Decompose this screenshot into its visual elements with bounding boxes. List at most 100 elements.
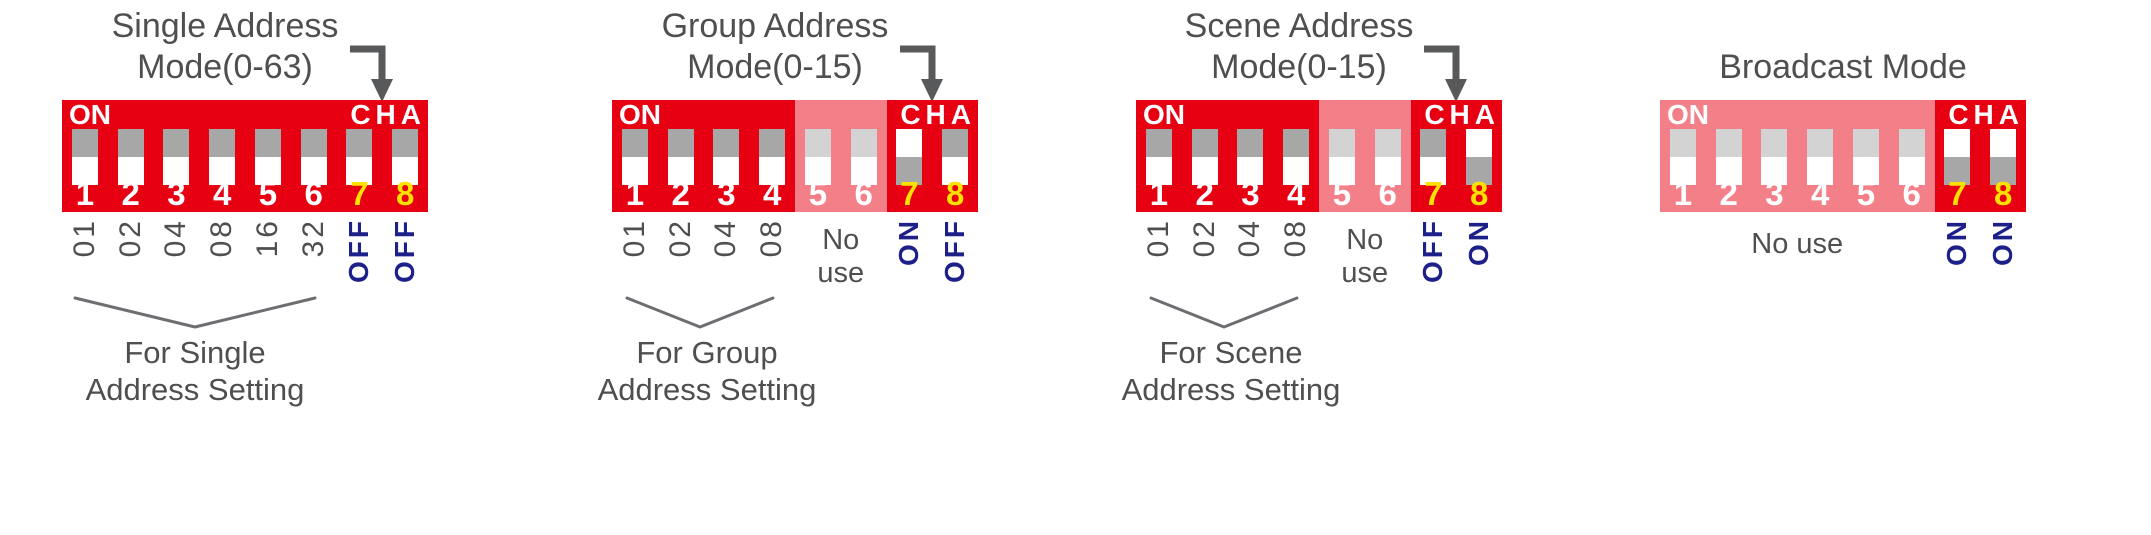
ch7-state-label: OFF	[1417, 218, 1449, 283]
switch-value-label: 01	[1141, 218, 1175, 258]
switch-handle	[942, 157, 969, 185]
switch-slot	[1420, 129, 1447, 185]
switch-number: 7	[900, 175, 919, 212]
dip-switch-8: 8	[1456, 100, 1502, 212]
dip-switch-7: 7	[337, 100, 383, 212]
ch8-state-label: ON	[1463, 218, 1495, 266]
dip-switch-panel: ON CHA 1 2 3 4	[1660, 100, 2026, 212]
caption-line-2: Address Setting	[85, 372, 305, 407]
mode-title: Group Address Mode(0-15)	[612, 2, 978, 88]
dip-switch-2: 2	[1182, 100, 1228, 212]
bracket-caption: For Single Address Setting	[55, 334, 335, 408]
range-bracket	[73, 296, 317, 329]
switch-handle	[621, 157, 648, 185]
switch-slot	[254, 129, 281, 185]
switch-handle	[1990, 129, 2017, 157]
group-address-mode: Group Address Mode(0-15) ON CHA 1 2	[598, 0, 978, 535]
bracket-caption: For Scene Address Setting	[1091, 334, 1371, 408]
switch-slot	[1145, 129, 1172, 185]
switch-slot	[300, 129, 327, 185]
title-line-1: Broadcast Mode	[1719, 48, 1967, 86]
switch-handle	[71, 157, 98, 185]
dip-switch-2: 2	[658, 100, 704, 212]
corner-down-arrow-icon	[350, 45, 393, 102]
switch-slot	[759, 129, 786, 185]
broadcast-mode: Broadcast Mode ON CHA 1 2 3	[1660, 0, 2026, 535]
ch7-state-label: OFF	[343, 218, 375, 283]
corner-down-arrow-icon	[900, 45, 943, 102]
caption-line-1: For Group	[636, 335, 778, 370]
no-use-label: No use	[795, 224, 887, 290]
no-use-line-1: No	[1346, 224, 1384, 256]
ch7-state-label: ON	[893, 218, 925, 266]
mode-title: Scene Address Mode(0-15)	[1136, 2, 1502, 88]
caption-line-1: For Single	[124, 335, 266, 370]
switch-handle	[346, 157, 373, 185]
single-address-mode: Single Address Mode(0-63) ON CHA 1 2	[62, 0, 428, 535]
scene-address-mode: Scene Address Mode(0-15) ON CHA 1 2	[1122, 0, 1502, 535]
switch-slot	[1283, 129, 1310, 185]
dip-switch-5: 5	[245, 100, 291, 212]
switch-value-label: 02	[113, 218, 147, 258]
switch-number: 8	[395, 175, 415, 212]
switch-handle	[163, 157, 190, 185]
mode-title: Broadcast Mode	[1660, 2, 2026, 88]
switch-number: 7	[350, 175, 369, 212]
no-use-label: No use	[1319, 224, 1411, 290]
switch-handle	[300, 157, 327, 185]
switch-number: 3	[717, 175, 736, 212]
switch-value-label: 02	[663, 218, 697, 258]
switch-slot	[117, 129, 144, 185]
switch-value-label: 32	[296, 218, 330, 258]
switch-value-label: 04	[1233, 218, 1267, 258]
dip-switch-4: 4	[749, 100, 795, 212]
caption-line-2: Address Setting	[1121, 372, 1341, 407]
dip-switch-panel: ON CHA 1 2 3 4	[612, 100, 978, 212]
dip-switch-4: 4	[1273, 100, 1319, 212]
title-line-1: Scene Address	[1184, 7, 1414, 45]
switch-number: 5	[258, 175, 278, 212]
switch-handle	[117, 157, 144, 185]
switch-number: 4	[1286, 175, 1306, 212]
dip-switch-1: 1	[612, 100, 658, 212]
dip-switch-7: 7	[887, 100, 933, 212]
switch-number: 1	[75, 175, 95, 212]
switch-value-label: 08	[755, 218, 789, 258]
dip-switch-panel: ON CHA 1 2 3 4	[62, 100, 428, 212]
bracket-caption: For Group Address Setting	[567, 334, 847, 408]
switch-number: 2	[671, 175, 690, 212]
switch-slot	[942, 129, 969, 185]
caption-line-1: For Scene	[1159, 335, 1303, 370]
switch-number: 8	[945, 175, 965, 212]
dip-switch-2: 2	[108, 100, 154, 212]
dip-switch-1: 1	[1136, 100, 1182, 212]
switch-number: 1	[1149, 175, 1169, 212]
switch-value-labels: No use ON ON	[1660, 218, 2026, 310]
dip-switch-3: 3	[1228, 100, 1274, 212]
switch-handle	[896, 129, 923, 157]
panel-on-label: ON	[1143, 99, 1185, 130]
switch-slot	[713, 129, 740, 185]
switch-number: 2	[1195, 175, 1214, 212]
switch-number: 7	[1424, 175, 1443, 212]
switch-slot	[71, 129, 98, 185]
no-use-line-2: use	[1341, 257, 1389, 289]
dip-switch-3: 3	[154, 100, 200, 212]
switch-number: 4	[762, 175, 782, 212]
switch-value-label: 04	[159, 218, 193, 258]
switch-row: 1 2 3 4 5	[62, 100, 428, 212]
switch-value-labels: 01 02 04 08 No use OFF ON	[1136, 218, 1502, 310]
title-line-2: Mode(0-15)	[1211, 48, 1387, 86]
ch8-state-label: OFF	[939, 218, 971, 283]
dip-switch-7: 7	[1935, 100, 1981, 212]
dip-switch-8: 8	[382, 100, 428, 212]
dip-switch-8: 8	[932, 100, 978, 212]
dip-switch-7: 7	[1411, 100, 1457, 212]
range-bracket	[625, 296, 775, 329]
panel-cha-label: CHA	[1948, 99, 2024, 130]
switch-number: 2	[121, 175, 140, 212]
switch-handle	[1420, 157, 1447, 185]
switch-value-label: 04	[709, 218, 743, 258]
switch-slot	[346, 129, 373, 185]
